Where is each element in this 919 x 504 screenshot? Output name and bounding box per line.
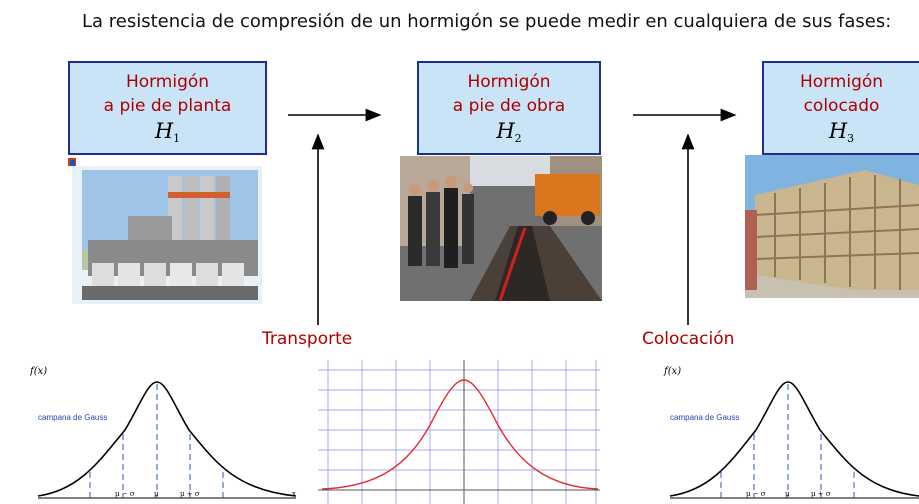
fx-label: f(x) [663, 366, 681, 377]
x-label: x [292, 490, 296, 498]
gauss-curve-left: f(x) campana de Gauss μ − σ μ μ + σ x [30, 366, 297, 499]
stage-line2: a pie de obra [452, 96, 566, 116]
stage-box-site: Hormigón a pie de obra H2 [417, 61, 601, 155]
building-structure-photo [745, 155, 919, 298]
gauss-curve-right: f(x) campana de Gauss μ − σ μ μ + σ [663, 366, 919, 499]
mu-plus-sigma-label: μ + σ [811, 490, 831, 498]
stage-box-placed: Hormigón colocado H3 [762, 61, 919, 155]
intro-text: La resistencia de compresión de un hormi… [82, 11, 892, 32]
arrows-layer [288, 108, 737, 325]
stage-line1: Hormigón [799, 72, 884, 92]
fx-label: f(x) [30, 366, 47, 377]
mu-label: μ [785, 490, 790, 498]
stage-symbol: H2 [496, 119, 522, 145]
stage-line1: Hormigón [125, 72, 210, 92]
gauss-caption: campana de Gauss [670, 413, 739, 422]
mu-minus-sigma-label: μ − σ [746, 490, 766, 498]
placement-label: Colocación [642, 329, 735, 349]
stage-line2: a pie de planta [103, 96, 232, 116]
mu-minus-sigma-label: μ − σ [115, 490, 135, 498]
gauss-curve-center [318, 360, 600, 504]
stage-box-plant: Hormigón a pie de planta H1 [68, 61, 267, 155]
gauss-caption: campana de Gauss [38, 413, 107, 422]
concrete-plant-photo [68, 158, 262, 304]
mu-plus-sigma-label: μ + σ [180, 490, 200, 498]
stage-line2: colocado [803, 96, 880, 116]
stage-symbol: H3 [828, 119, 855, 145]
street-works-photo [400, 156, 602, 301]
transport-label: Transporte [262, 329, 353, 349]
stage-symbol: H1 [154, 119, 181, 145]
stage-line1: Hormigón [467, 72, 551, 92]
mu-label: μ [154, 490, 159, 498]
